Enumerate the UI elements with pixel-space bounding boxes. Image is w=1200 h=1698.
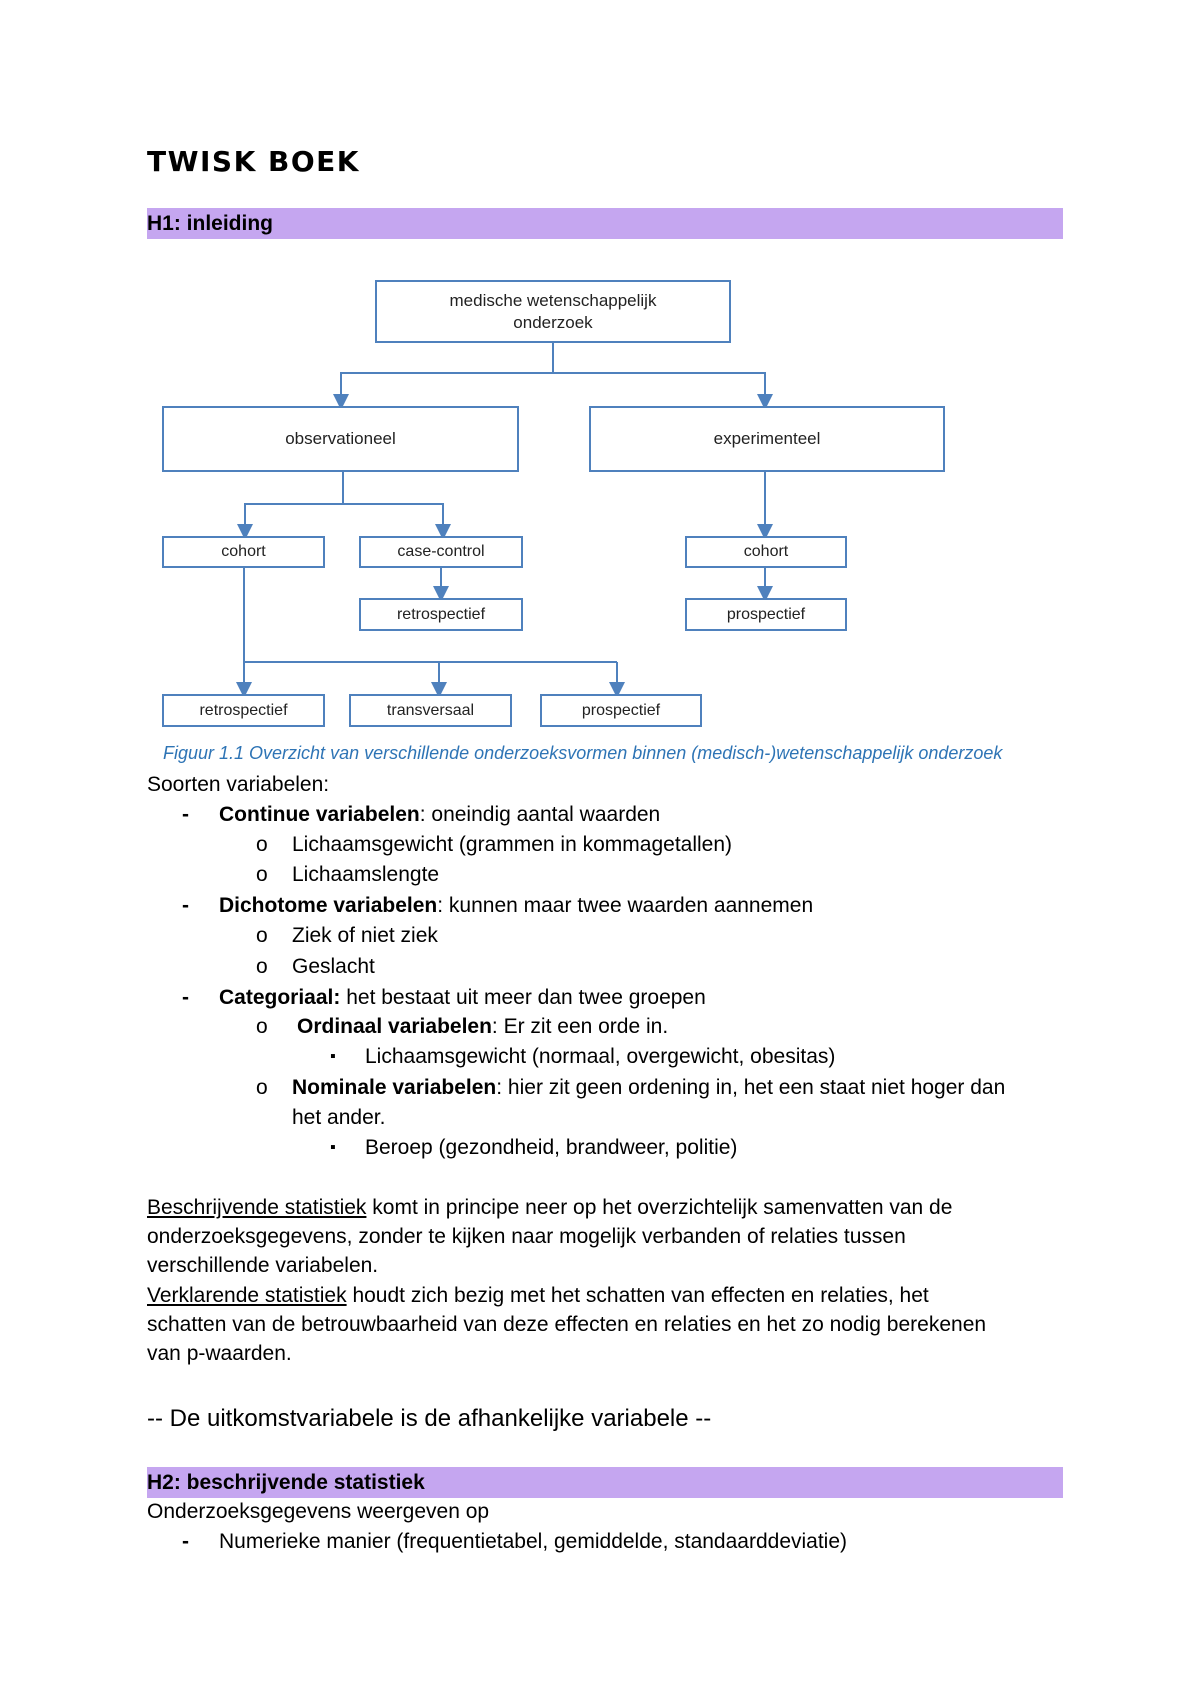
node-exp-prospective: prospectief	[685, 598, 847, 631]
node-obs-cohort: cohort	[162, 536, 325, 568]
dash-marker: -	[182, 1530, 189, 1553]
dash-marker: -	[182, 986, 189, 1009]
circle-marker: o	[256, 863, 268, 886]
square-marker: ▪	[330, 1139, 336, 1156]
list-subitem: Geslacht	[292, 955, 375, 978]
connector-obs-casecontrol	[343, 503, 451, 540]
list-subitem: Lichaamslengte	[292, 863, 440, 886]
heading-h1: H1: inleiding	[147, 208, 1063, 239]
node-root: medische wetenschappelijk onderzoek	[375, 280, 731, 343]
list-subitem-nominal: Nominale variabelen: hier zit geen orden…	[292, 1076, 1006, 1099]
research-types-diagram: medische wetenschappelijk onderzoek obse…	[155, 270, 1045, 775]
list-item-continue: Continue variabelen: oneindig aantal waa…	[219, 803, 661, 826]
explanatory-line-1: Verklarende statistiek houdt zich bezig …	[147, 1284, 929, 1307]
h2-list-item: Numerieke manier (frequentietabel, gemid…	[219, 1530, 848, 1553]
explanatory-line-2: schatten van de betrouwbaarheid van deze…	[147, 1313, 987, 1336]
list-subsubitem: Lichaamsgewicht (normaal, overgewicht, o…	[365, 1045, 836, 1068]
dash-marker: -	[182, 894, 189, 917]
descriptive-line-3: verschillende variabelen.	[147, 1254, 379, 1277]
figure-caption: Figuur 1.1 Overzicht van verschillende o…	[163, 743, 1003, 763]
node-cc-retrospective: retrospectief	[359, 598, 523, 631]
circle-marker: o	[256, 924, 268, 947]
node-bottom-transversal: transversaal	[349, 694, 512, 727]
list-subsubitem: Beroep (gezondheid, brandweer, politie)	[365, 1136, 738, 1159]
descriptive-line-1: Beschrijvende statistiek komt in princip…	[147, 1196, 953, 1219]
connector-obs-cohort	[237, 472, 344, 540]
list-subitem-ordinal: Ordinaal variabelen: Er zit een orde in.	[297, 1015, 669, 1038]
circle-marker: o	[256, 1015, 268, 1038]
node-bottom-retrospective: retrospectief	[162, 694, 325, 727]
list-subitem: Lichaamsgewicht (grammen in kommagetalle…	[292, 833, 733, 856]
circle-marker: o	[256, 955, 268, 978]
types-intro: Soorten variabelen:	[147, 773, 330, 796]
node-bottom-prospective: prospectief	[540, 694, 702, 727]
connector-root-observational	[333, 343, 554, 410]
node-observational: observationeel	[162, 406, 519, 472]
circle-marker: o	[256, 833, 268, 856]
dash-marker: -	[182, 803, 189, 826]
h2-intro: Onderzoeksgegevens weergeven op	[147, 1500, 490, 1523]
circle-marker: o	[256, 1076, 268, 1099]
list-item-dichotomous: Dichotome variabelen: kunnen maar twee w…	[219, 894, 814, 917]
list-subitem-nominal-cont: het ander.	[292, 1106, 386, 1129]
node-experimental: experimenteel	[589, 406, 945, 472]
node-exp-cohort: cohort	[685, 536, 847, 568]
diagram-connectors	[236, 343, 773, 698]
descriptive-line-2: onderzoeksgegevens, zonder te kijken naa…	[147, 1225, 906, 1248]
outcome-note: -- De uitkomstvariabele is de afhankelij…	[147, 1405, 712, 1432]
square-marker: ▪	[330, 1048, 336, 1065]
heading-h2: H2: beschrijvende statistiek	[147, 1467, 1063, 1498]
connector-root-experimental	[553, 372, 773, 410]
node-case-control: case-control	[359, 536, 523, 568]
list-item-categorical: Categoriaal: het bestaat uit meer dan tw…	[219, 986, 706, 1009]
document-title: TWISK BOEK	[147, 145, 360, 178]
explanatory-line-3: van p-waarden.	[147, 1342, 292, 1365]
list-subitem: Ziek of niet ziek	[292, 924, 438, 947]
